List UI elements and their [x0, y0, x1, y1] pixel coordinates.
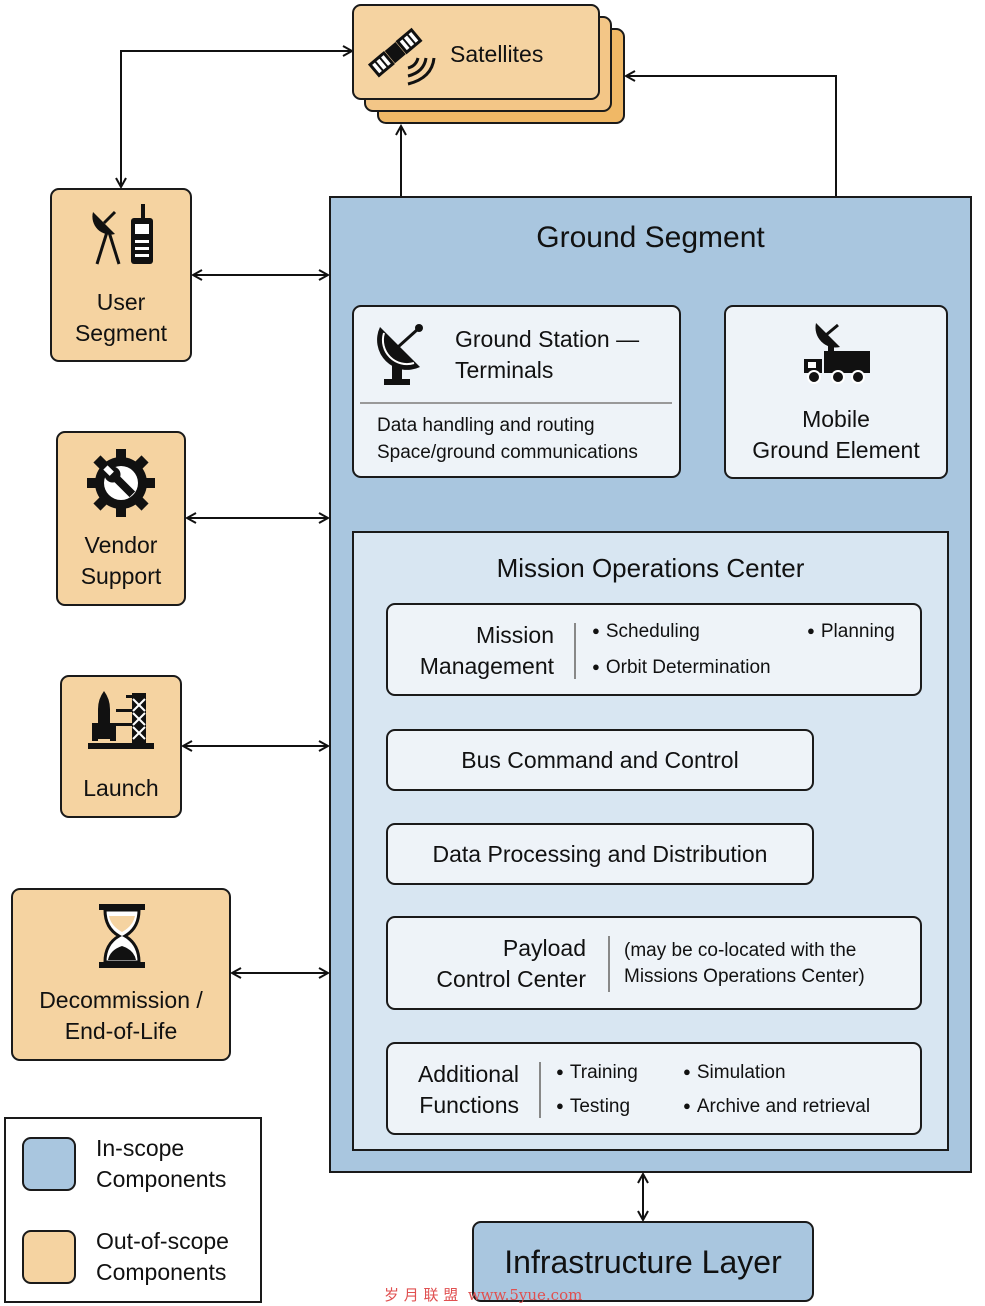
hourglass-icon — [99, 904, 145, 968]
decommission-box: Decommission / End-of-Life — [11, 888, 231, 1061]
additional-divider — [539, 1062, 541, 1118]
mobile-label-1: Mobile — [802, 406, 870, 432]
legend-in-scope-2: Components — [96, 1166, 227, 1192]
user-segment-box: User Segment — [50, 188, 192, 362]
satellite-icon — [367, 27, 436, 86]
bus-command-label: Bus Command and Control — [461, 747, 739, 773]
ground-station-detail-2: Space/ground communications — [377, 442, 638, 463]
decommission-label-2: End-of-Life — [64, 1018, 178, 1044]
legend-out-scope-1: Out-of-scope — [96, 1228, 229, 1254]
bullet-training: Training — [556, 1060, 638, 1087]
legend-swatch-in-scope — [22, 1137, 76, 1191]
bullet-scheduling: Scheduling — [592, 619, 700, 646]
decommission-label-1: Decommission / — [39, 987, 203, 1013]
payload-divider — [608, 936, 610, 992]
mission-management-label-1: Mission — [476, 622, 554, 648]
infrastructure-layer-box: Infrastructure Layer — [472, 1221, 814, 1302]
mission-management-box: Mission Management Scheduling Planning O… — [386, 603, 922, 696]
legend-out-scope-2: Components — [96, 1259, 227, 1285]
payload-control-center-box: Payload Control Center (may be co-locate… — [386, 916, 922, 1010]
payload-note-2: Missions Operations Center) — [624, 966, 865, 987]
legend-in-scope-1: In-scope — [96, 1135, 185, 1161]
bullet-simulation: Simulation — [683, 1060, 786, 1087]
launch-label: Launch — [83, 775, 159, 801]
data-processing-label: Data Processing and Distribution — [432, 841, 768, 867]
additional-label-1: Additional — [417, 1061, 519, 1087]
ground-station-title-1: Ground Station — — [455, 326, 640, 352]
additional-label-2: Functions — [419, 1092, 519, 1118]
legend-swatch-out-scope — [22, 1230, 76, 1284]
dish-truck-icon — [804, 323, 870, 384]
watermark-text: 岁 月 联 盟 www.5yue.com — [384, 1286, 583, 1304]
bullet-orbit-determination: Orbit Determination — [592, 655, 771, 682]
vendor-support-label-2: Support — [80, 563, 162, 589]
ground-segment-title: Ground Segment — [536, 221, 765, 254]
gear-wrench-icon — [87, 449, 155, 517]
satellite-dish-icon — [377, 324, 423, 385]
vendor-support-box: Vendor Support — [56, 431, 186, 606]
vendor-support-label-1: Vendor — [84, 532, 158, 558]
mission-management-divider — [574, 623, 576, 679]
ground-station-title-2: Terminals — [455, 357, 554, 383]
satellites-box: Satellites — [352, 4, 600, 100]
payload-label-1: Payload — [502, 935, 586, 961]
user-segment-label-2: Segment — [74, 320, 168, 346]
radio-antenna-icon — [92, 204, 153, 265]
bullet-archive-retrieval: Archive and retrieval — [683, 1094, 870, 1121]
mobile-label-2: Ground Element — [752, 437, 920, 463]
mission-management-label-2: Management — [419, 653, 554, 679]
ground-station-box: Ground Station — Terminals Data handling… — [352, 305, 681, 478]
satellites-label: Satellites — [450, 41, 544, 67]
legend-box: In-scope Components Out-of-scope Compone… — [4, 1117, 262, 1303]
ground-station-divider — [360, 402, 672, 404]
data-processing-box: Data Processing and Distribution — [386, 823, 814, 885]
user-segment-label-1: User — [96, 289, 146, 315]
additional-functions-box: Additional Functions Training Simulation… — [386, 1042, 922, 1135]
ground-station-detail-1: Data handling and routing — [377, 415, 595, 436]
bullet-planning: Planning — [807, 619, 895, 646]
bullet-testing: Testing — [556, 1094, 630, 1121]
mobile-ground-element-box: Mobile Ground Element — [724, 305, 948, 479]
launch-box: Launch — [60, 675, 182, 818]
rocket-launch-tower-icon — [88, 691, 154, 749]
payload-label-2: Control Center — [436, 966, 586, 992]
infrastructure-label: Infrastructure Layer — [504, 1244, 782, 1280]
moc-title: Mission Operations Center — [496, 553, 805, 583]
payload-note-1: (may be co-located with the — [624, 940, 857, 961]
bus-command-control-box: Bus Command and Control — [386, 729, 814, 791]
